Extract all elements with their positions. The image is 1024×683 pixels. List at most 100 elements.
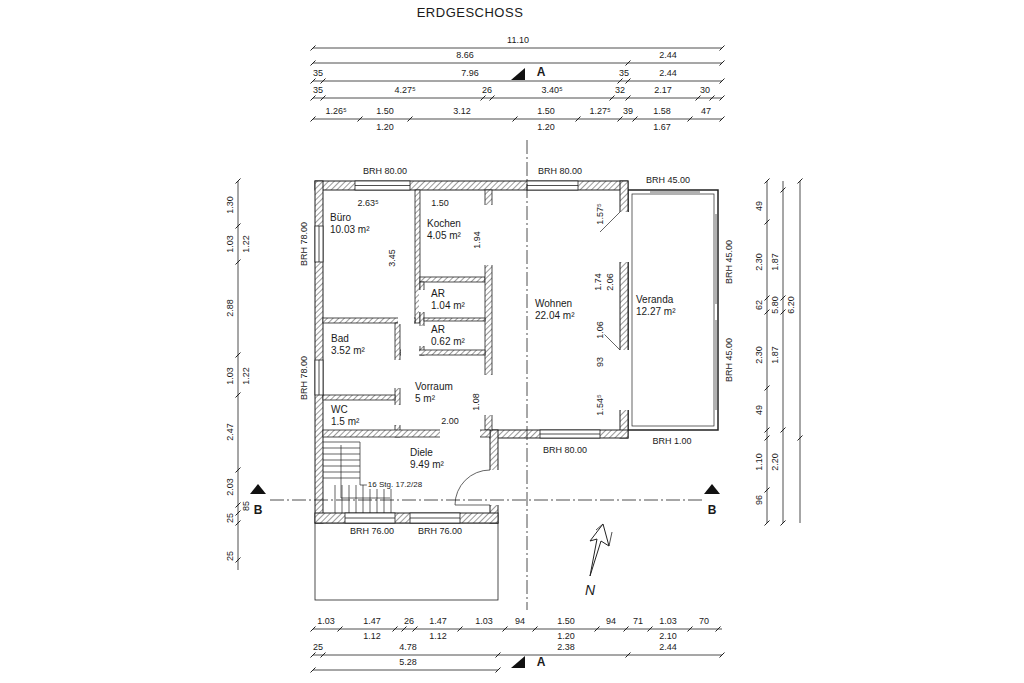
dimension-label: 49 — [755, 200, 764, 212]
dimension-label: 94 — [605, 617, 617, 626]
sill-height-label: BRH 45.00 — [645, 176, 691, 185]
dimension-label: 35 — [618, 69, 630, 78]
dimension-tick — [765, 296, 770, 301]
room-text: Wohnen22.04 m² — [535, 298, 574, 321]
room-area-value: 9.49 m² — [410, 459, 444, 471]
dimension-tick — [236, 393, 241, 398]
dimension-tick — [618, 117, 623, 122]
dimension-label: 49 — [755, 404, 764, 416]
dimension-label: 1.12 — [428, 632, 448, 641]
dimension-label: 1.50 — [556, 617, 576, 626]
room-text: Kochen4.05 m² — [427, 218, 461, 241]
dimension-label: 26 — [481, 86, 493, 95]
dimension-tick — [720, 117, 725, 122]
dimension-label: 1.94 — [473, 230, 482, 250]
wall — [323, 395, 395, 400]
dimension-tick — [496, 653, 501, 658]
dimension-line — [238, 48, 800, 670]
outer-walls — [315, 181, 628, 523]
section-arrow — [511, 656, 525, 668]
dimension-label: 26 — [403, 617, 415, 626]
dimension-label: 3.45 — [388, 248, 397, 268]
dimension-tick — [716, 627, 721, 632]
dimension-label: 70 — [698, 617, 710, 626]
room-area: Veranda12.27 m² — [628, 190, 718, 430]
dimension-label: 1.03 — [474, 617, 494, 626]
sill-height-label: BRH 76.00 — [349, 527, 395, 536]
dimension-tick — [781, 428, 786, 433]
dimension-label: 2.06 — [606, 272, 615, 292]
room-name: Büro — [330, 212, 369, 224]
door-opening — [401, 349, 419, 356]
dimension-label: 1.58 — [652, 107, 672, 116]
dimension-label: 2.30 — [755, 345, 764, 365]
room-name: AR — [431, 288, 465, 300]
wall — [323, 430, 490, 437]
dimension-tick — [688, 117, 693, 122]
dimension-label: 1.03 — [316, 617, 336, 626]
section-marker: A — [536, 656, 547, 668]
dimension-tick — [626, 79, 631, 84]
dimension-label: 3.40⁵ — [540, 86, 563, 95]
sill-height-label: BRH 1.00 — [651, 437, 692, 446]
dimension-tick — [618, 79, 623, 84]
door-opening — [619, 212, 629, 262]
dimension-label: 1.22 — [242, 366, 251, 386]
dimension-tick — [311, 653, 316, 658]
door-opening — [419, 326, 425, 346]
door-openings — [394, 205, 629, 505]
dimension-label: 39 — [622, 107, 634, 116]
sill-height-label: BRH 80.00 — [362, 167, 408, 176]
dimension-tick — [321, 653, 326, 658]
dimension-label: 2.44 — [658, 643, 678, 652]
dimension-tick — [765, 179, 770, 184]
wall — [485, 190, 492, 430]
room-area: AR0.62 m² — [424, 321, 485, 350]
section-marker: A — [536, 66, 547, 78]
veranda-outline — [628, 190, 718, 430]
dimension-label: 1.57⁵ — [596, 202, 605, 225]
dimension-tick — [626, 653, 631, 658]
door-opening — [394, 405, 401, 425]
dimension-label: 2.63⁵ — [356, 199, 379, 208]
room-text: Diele9.49 m² — [410, 447, 444, 470]
dimension-label: 1.12 — [362, 632, 382, 641]
door-opening — [484, 205, 493, 265]
dimension-tick — [798, 436, 803, 441]
room-name: AR — [431, 324, 465, 336]
dimension-tick — [311, 627, 316, 632]
door-opening — [619, 350, 629, 410]
sill-height-label: BRH 80.00 — [542, 446, 588, 455]
room-area: Büro10.03 m² — [323, 190, 415, 318]
dimension-label: 1.20 — [556, 632, 576, 641]
dimension-label: 1.03 — [658, 617, 678, 626]
dimension-tick — [311, 46, 316, 51]
dimension-label: 2.44 — [658, 69, 678, 78]
dimension-tick — [408, 117, 413, 122]
wall — [420, 282, 424, 355]
dimension-tick — [338, 627, 343, 632]
dimension-label: 1.10 — [755, 452, 764, 472]
dimension-label: 62 — [755, 299, 764, 311]
dimension-label: 1.22 — [242, 234, 251, 254]
dimension-label: 1.20 — [375, 123, 395, 132]
sill-height-label: BRH 78.00 — [300, 355, 309, 401]
dimension-tick — [626, 96, 631, 101]
dimension-tick — [236, 224, 241, 229]
dimension-label: 35 — [312, 86, 324, 95]
room-text: Bad3.52 m² — [331, 333, 365, 356]
dimension-tick — [633, 117, 638, 122]
room-text: Büro10.03 m² — [330, 212, 369, 235]
dimension-label: 2.38 — [556, 643, 576, 652]
stair-note: 16 Stg. 17.2/28 — [367, 481, 423, 489]
room-name: Kochen — [427, 218, 461, 230]
dimension-tick — [710, 96, 715, 101]
dimension-tick — [765, 436, 770, 441]
room-area-value: 12.27 m² — [636, 306, 675, 318]
section-arrow — [511, 68, 525, 80]
wall — [315, 513, 498, 523]
dimension-tick — [236, 511, 241, 516]
dimension-tick — [798, 179, 803, 184]
dimension-label: 25 — [226, 512, 235, 524]
section-line — [270, 140, 705, 610]
